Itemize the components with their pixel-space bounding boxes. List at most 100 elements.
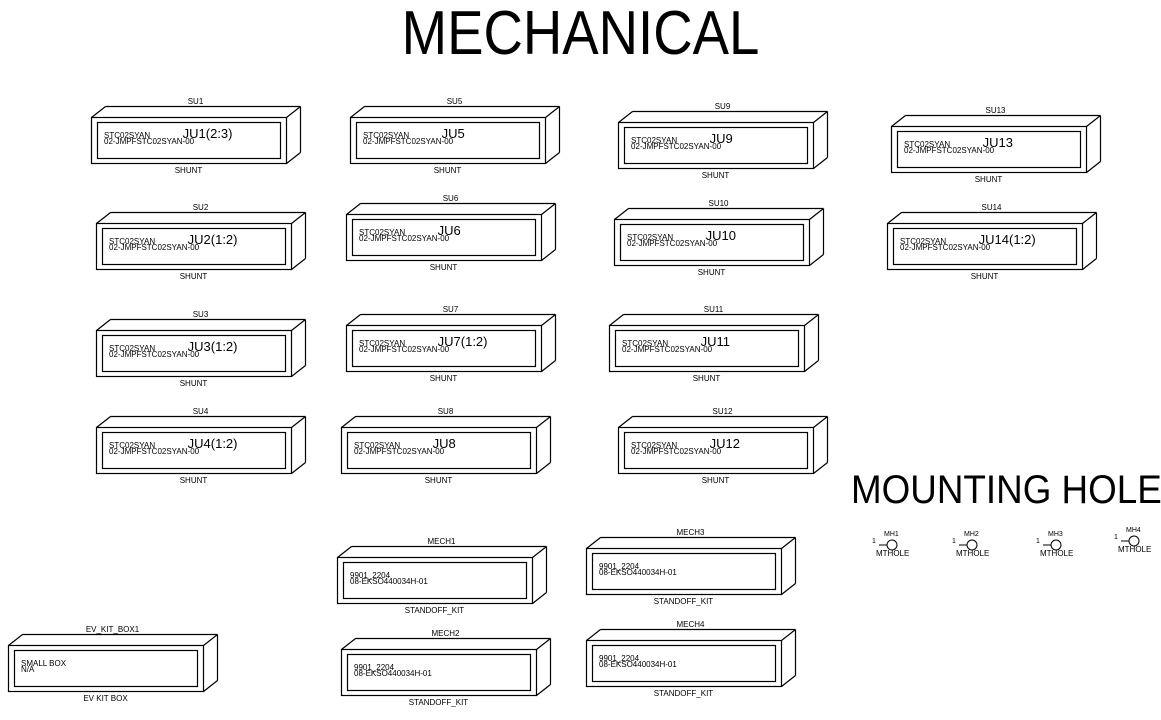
part-number: STC02SYAN	[109, 344, 156, 353]
mounting-hole-pin: 1	[1114, 534, 1118, 541]
standoff-refdes: MECH1	[427, 537, 456, 546]
shunt-refdes: SU13	[985, 106, 1006, 115]
component-body	[336, 545, 548, 605]
shunt-value: SHUNT	[424, 476, 453, 485]
shunt-refdes: SU6	[442, 194, 459, 203]
jumper-label: JU5	[441, 126, 465, 141]
shunt-refdes: SU7	[442, 305, 459, 314]
jumper-label: JU4(1:2)	[187, 436, 238, 451]
part-number: STC02SYAN	[631, 441, 678, 450]
jumper-label: JU7(1:2)	[437, 334, 488, 349]
description: 08-EKSO440034H-01	[354, 669, 432, 678]
component-body	[617, 110, 829, 170]
mounting-hole-value: MTHOLE	[1118, 545, 1152, 554]
jumper-label: JU10	[705, 228, 736, 243]
standoff-refdes: MECH4	[676, 620, 705, 629]
mounting-hole-refdes: MH3	[1048, 531, 1063, 538]
shunt-refdes: SU5	[446, 97, 463, 106]
part-number: STC02SYAN	[900, 237, 947, 246]
shunt-refdes: SU9	[714, 102, 731, 111]
standoff-value: STANDOFF_KIT	[408, 698, 469, 707]
shunt-value: SHUNT	[179, 476, 208, 485]
mounting-hole-refdes: MH2	[964, 531, 979, 538]
shunt-value: SHUNT	[179, 379, 208, 388]
jumper-label: JU1(2:3)	[182, 126, 233, 141]
part-number: STC02SYAN	[904, 140, 951, 149]
component-body	[90, 105, 302, 165]
component-body	[7, 633, 219, 693]
shunt-value: SHUNT	[429, 263, 458, 272]
mounting-hole-refdes: MH1	[884, 531, 899, 538]
mounting-hole-pin: 1	[952, 538, 956, 545]
part-number: 9901_2204	[350, 571, 391, 580]
mounting-hole-symbol	[1043, 539, 1062, 551]
description: 02-JMPFSTC02SYAN-00	[359, 345, 450, 354]
shunt-refdes: SU8	[437, 407, 454, 416]
standoff-value: STANDOFF_KIT	[653, 689, 714, 698]
shunt-value: SHUNT	[433, 166, 462, 175]
shunt-value: SHUNT	[974, 175, 1003, 184]
shunt-refdes: SU10	[708, 199, 729, 208]
shunt-refdes: SU1	[187, 97, 204, 106]
part-number: STC02SYAN	[104, 131, 151, 140]
description: 02-JMPFSTC02SYAN-00	[622, 345, 713, 354]
component-body	[617, 415, 829, 475]
component-body	[340, 415, 552, 475]
component-body	[345, 313, 557, 373]
shunt-value: SHUNT	[701, 171, 730, 180]
jumper-label: JU3(1:2)	[187, 339, 238, 354]
jumper-label: JU13	[982, 135, 1013, 150]
shunt-value: SHUNT	[970, 272, 999, 281]
jumper-label: JU8	[432, 436, 456, 451]
component-body	[585, 536, 797, 596]
mounting-hole-refdes: MH4	[1126, 527, 1141, 534]
shunt-refdes: SU3	[192, 310, 209, 319]
description: 02-JMPFSTC02SYAN-00	[900, 243, 991, 252]
part-number: 9901_2204	[599, 654, 640, 663]
shunt-refdes: SU11	[703, 305, 724, 314]
part-number: STC02SYAN	[109, 237, 156, 246]
component-body	[95, 211, 307, 271]
page-title: MECHANICAL	[401, 0, 760, 68]
shunt-value: SHUNT	[692, 374, 721, 383]
jumper-label: JU11	[700, 334, 731, 349]
mounting-hole-pin: 1	[1036, 538, 1040, 545]
part-number: STC02SYAN	[363, 131, 410, 140]
component-body	[340, 637, 552, 697]
mounting-hole-symbol	[1121, 535, 1140, 547]
part-number: STC02SYAN	[631, 136, 678, 145]
description: 08-EKSO440034H-01	[599, 660, 677, 669]
description: 02-JMPFSTC02SYAN-00	[109, 447, 200, 456]
mounting-hole-title: MOUNTING HOLE	[851, 468, 1161, 512]
description: 02-JMPFSTC02SYAN-00	[109, 243, 200, 252]
shunt-refdes: SU14	[981, 203, 1002, 212]
part-number: STC02SYAN	[627, 233, 674, 242]
mounting-hole-symbol	[879, 539, 898, 551]
component-body	[95, 415, 307, 475]
shunt-value: SHUNT	[701, 476, 730, 485]
shunt-value: SHUNT	[697, 268, 726, 277]
standoff-refdes: MECH3	[676, 528, 705, 537]
mounting-hole-symbol	[959, 539, 978, 551]
component-body	[890, 114, 1102, 174]
description: 08-EKSO440034H-01	[599, 568, 677, 577]
jumper-label: JU6	[437, 223, 461, 238]
jumper-label: JU2(1:2)	[187, 232, 238, 247]
mounting-hole-value: MTHOLE	[1040, 549, 1074, 558]
jumper-label: JU12	[709, 436, 740, 451]
part-number: 9901_2204	[354, 663, 395, 672]
standoff-refdes: MECH2	[431, 629, 460, 638]
part-number: STC02SYAN	[359, 339, 406, 348]
